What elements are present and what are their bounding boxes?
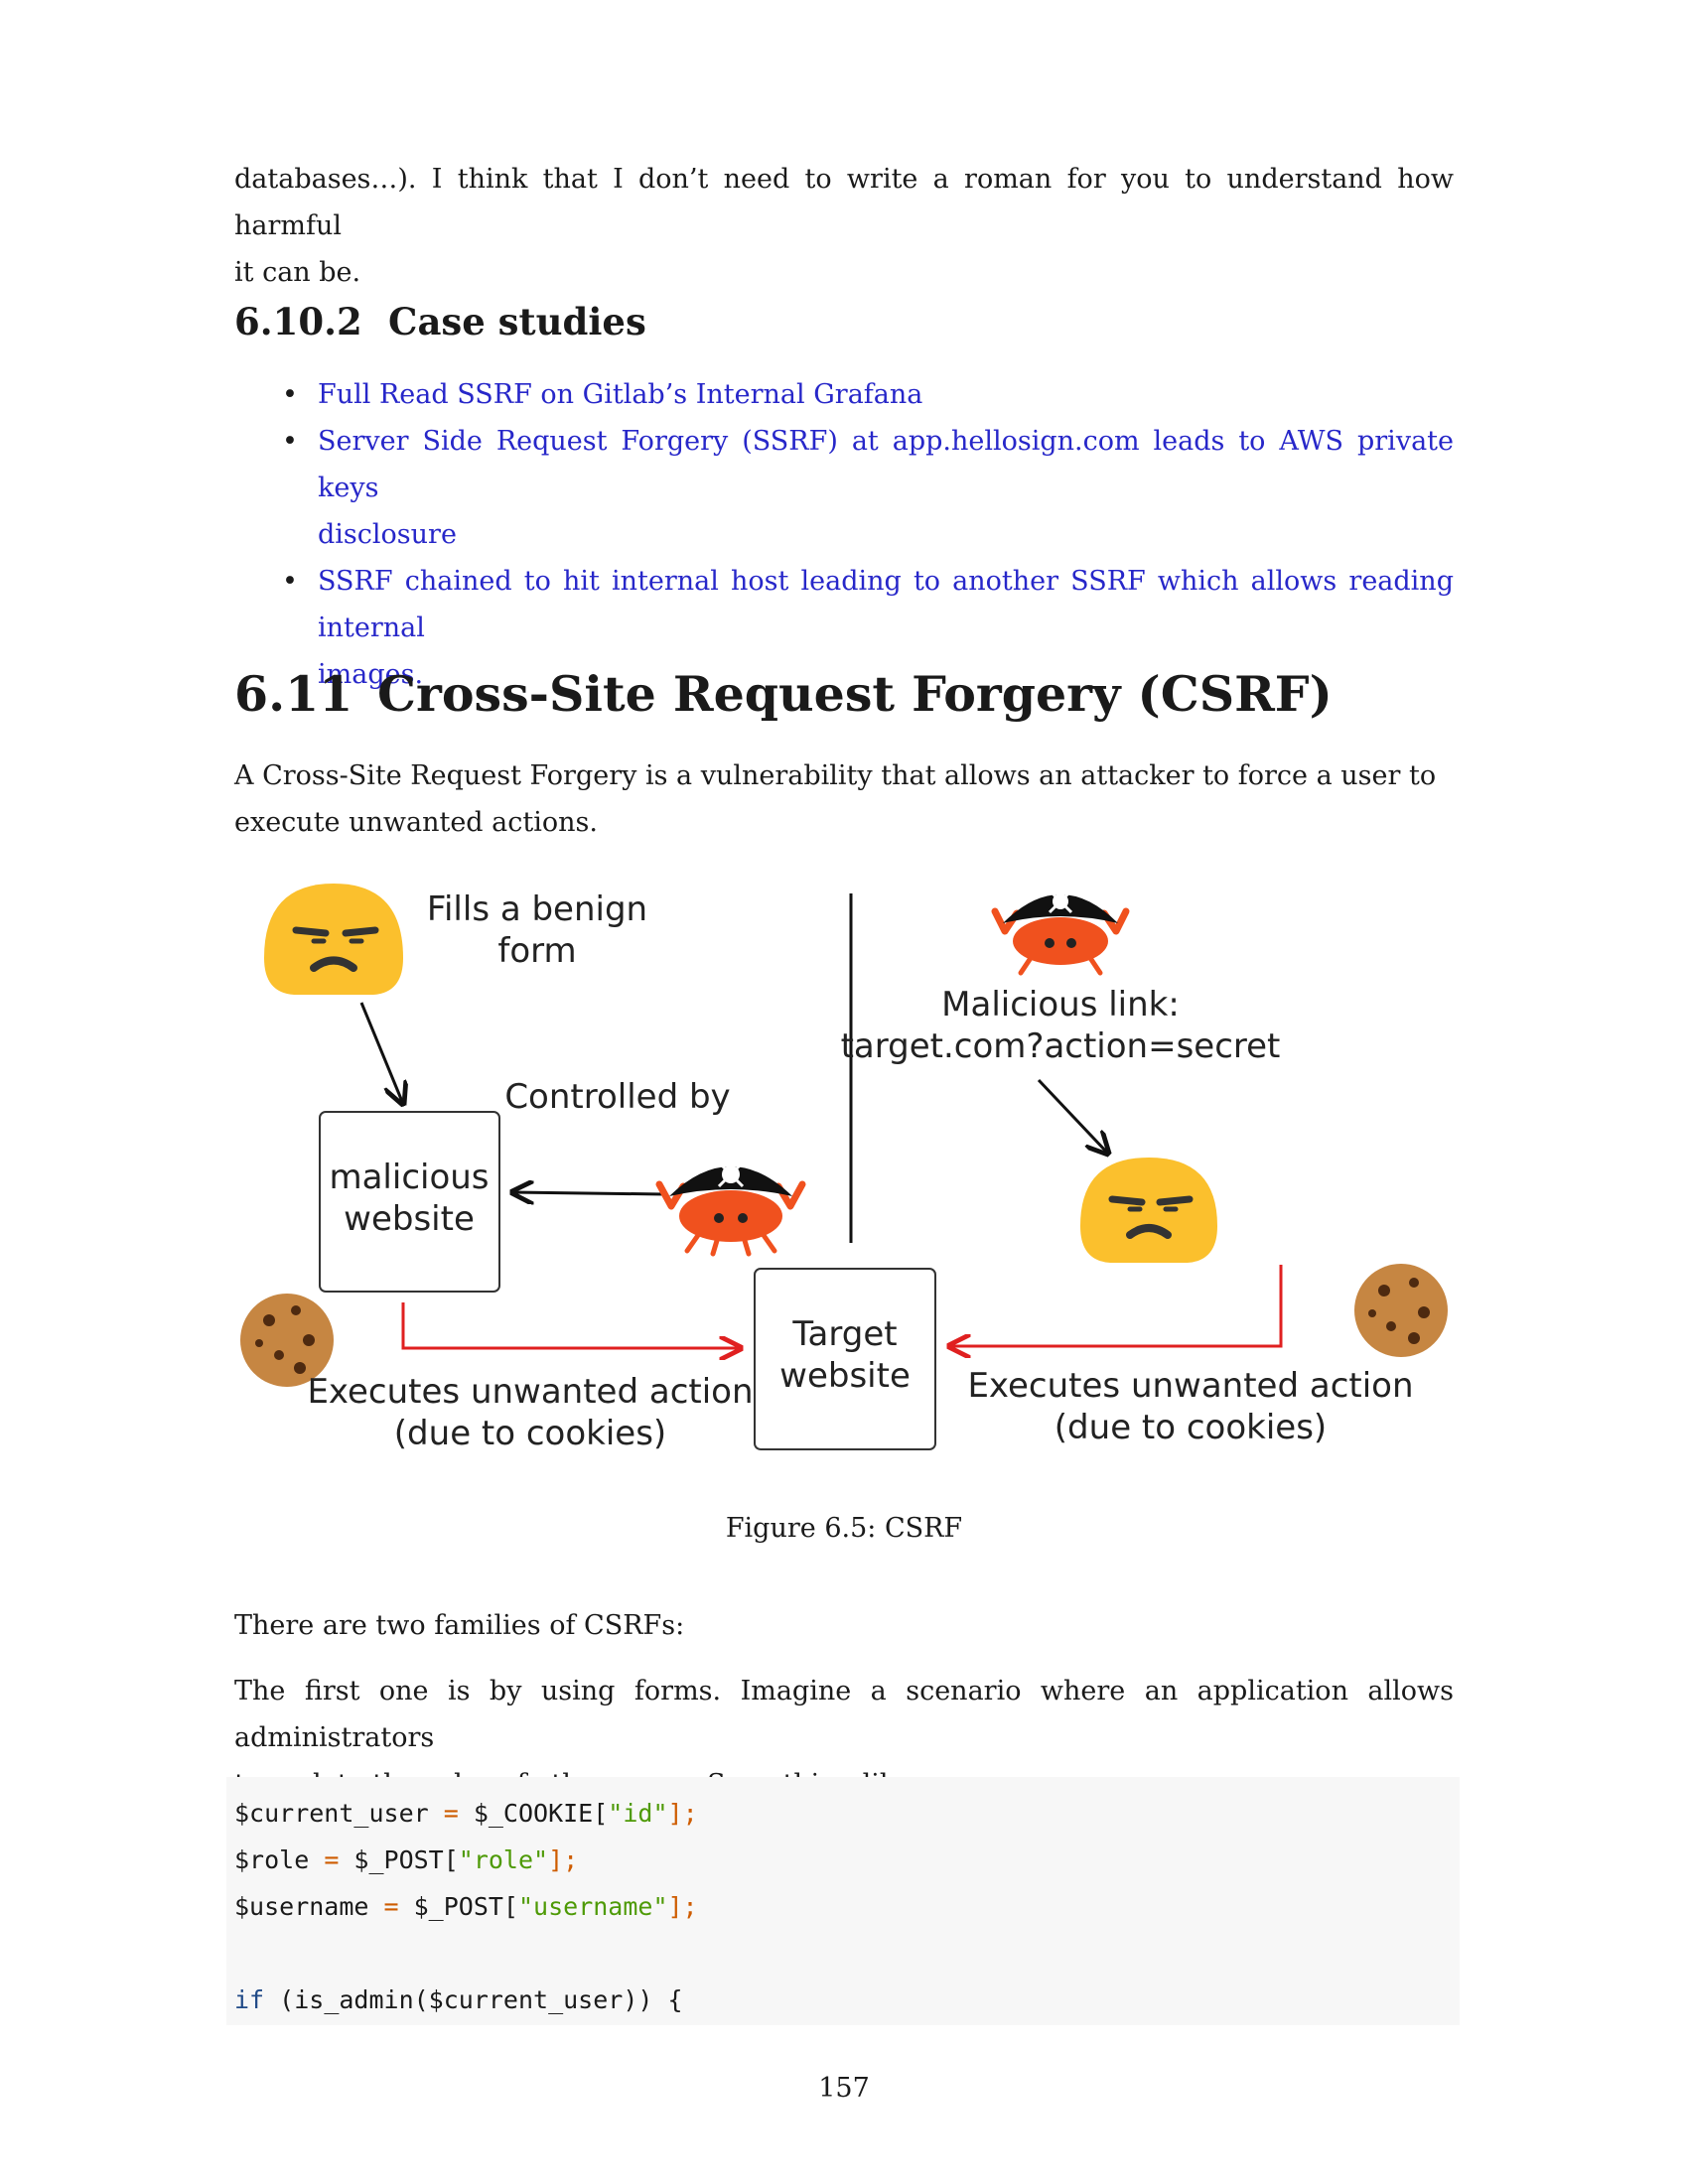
section-heading: 6.11 Cross-Site Request Forgery (CSRF)	[234, 665, 1333, 723]
figure-caption: Figure 6.5: CSRF	[725, 1513, 963, 1544]
code-line-5: if (is_admin($current_user)) {	[234, 1980, 683, 2020]
code-line-2: $role = $_POST["role"];	[234, 1841, 578, 1880]
page-number: 157	[818, 2073, 870, 2104]
section-title: Cross-Site Request Forgery (CSRF)	[377, 665, 1333, 723]
case-study-link-2[interactable]: Server Side Request Forgery (SSRF) at ap…	[318, 426, 1454, 550]
subsection-heading: 6.10.2 Case studies	[234, 300, 646, 343]
cookie-right-icon	[1354, 1264, 1448, 1357]
fills-form-label-line-2: form	[497, 931, 576, 971]
forms-line-1: The first one is by using forms. Imagine…	[234, 1676, 1454, 1753]
code-token: $current_user	[234, 1799, 429, 1828]
controlled-by-label: Controlled by	[504, 1077, 730, 1117]
target-website-box	[754, 1268, 936, 1450]
pirate-crab-link-icon	[991, 888, 1130, 976]
code-token: "role"	[458, 1845, 549, 1874]
csrf-definition-paragraph: A Cross-Site Request Forgery is a vulner…	[234, 752, 1454, 846]
case-study-link-3-line-2: images.	[318, 659, 424, 690]
malicious-website-box	[319, 1111, 500, 1293]
code-token: "id"	[608, 1799, 668, 1828]
left-action-label-line-2: (due to cookies)	[394, 1414, 666, 1453]
code-line-1: $current_user = $_COOKIE["id"];	[234, 1794, 698, 1834]
case-study-link-3[interactable]: SSRF chained to hit internal host leadin…	[318, 566, 1454, 690]
left-request-arrow	[401, 1302, 741, 1348]
malicious-website-label-line-2: website	[344, 1199, 475, 1239]
pirate-crab-attacker-icon	[655, 1160, 806, 1257]
list-item: • Server Side Request Forgery (SSRF) at …	[234, 418, 1454, 558]
case-study-link-2-line-2: disclosure	[318, 519, 457, 550]
code-line-3: $username = $_POST["username"];	[234, 1887, 698, 1927]
target-website-label-line-1: Target	[791, 1314, 897, 1354]
code-token: $_COOKIE[	[473, 1799, 609, 1828]
csrf-definition-line-2: execute unwanted actions.	[234, 807, 598, 838]
code-token: ];	[667, 1799, 698, 1828]
bullet-icon: •	[282, 426, 298, 457]
csrf-diagram: Fills a benign form malicious website Co…	[234, 874, 1454, 1499]
section-number: 6.11	[234, 665, 353, 723]
fills-form-label-line-1: Fills a benign	[427, 889, 647, 929]
csrf-definition-line-1: A Cross-Site Request Forgery is a vulner…	[234, 760, 1437, 791]
left-action-label-line-1: Executes unwanted action	[307, 1372, 753, 1412]
intro-line-1: databases…). I think that I don’t need t…	[234, 164, 1454, 241]
csrf-diagram-svg: Fills a benign form malicious website Co…	[240, 884, 1448, 1453]
code-token: =	[428, 1799, 474, 1828]
code-token: $_POST[	[413, 1892, 518, 1921]
code-token: if	[234, 1985, 265, 2014]
code-token: $username	[234, 1892, 369, 1921]
case-study-link-1[interactable]: Full Read SSRF on Gitlab’s Internal Graf…	[318, 379, 923, 410]
right-action-label-line-2: (due to cookies)	[1055, 1408, 1327, 1447]
malicious-link-label-line-2: target.com?action=secret	[841, 1026, 1281, 1066]
right-action-label-line-1: Executes unwanted action	[967, 1366, 1413, 1406]
victim-user-emoji-icon	[1080, 1158, 1217, 1263]
unamused-user-emoji-icon	[264, 884, 403, 995]
code-token: ];	[667, 1892, 698, 1921]
target-website-label-line-2: website	[779, 1356, 911, 1396]
intro-paragraph: databases…). I think that I don’t need t…	[234, 156, 1454, 296]
code-token: =	[309, 1845, 354, 1874]
code-token: (is_admin($current_user)) {	[264, 1985, 683, 2014]
code-token: $role	[234, 1845, 310, 1874]
code-token: ];	[548, 1845, 579, 1874]
malicious-link-arrow	[1037, 1078, 1108, 1154]
intro-line-2: it can be.	[234, 257, 361, 288]
code-block: $current_user = $_COOKIE["id"]; $role = …	[226, 1777, 1460, 2025]
bullet-icon: •	[282, 566, 298, 597]
case-studies-list: • Full Read SSRF on Gitlab’s Internal Gr…	[234, 371, 1454, 698]
malicious-website-label-line-1: malicious	[329, 1158, 489, 1197]
code-token: $_POST[	[353, 1845, 459, 1874]
code-token: =	[368, 1892, 414, 1921]
case-study-link-3-line-1: SSRF chained to hit internal host leadin…	[318, 566, 1454, 643]
fills-form-arrow	[359, 1002, 403, 1104]
controlled-by-arrow	[512, 1192, 665, 1194]
right-request-arrow	[949, 1265, 1283, 1346]
cookie-left-icon	[240, 1294, 334, 1387]
bullet-icon: •	[282, 379, 298, 410]
case-study-link-2-line-1: Server Side Request Forgery (SSRF) at ap…	[318, 426, 1454, 503]
list-item: • SSRF chained to hit internal host lead…	[234, 558, 1454, 698]
subsection-title: Case studies	[388, 300, 646, 343]
list-item: • Full Read SSRF on Gitlab’s Internal Gr…	[234, 371, 1454, 418]
families-paragraph: There are two families of CSRFs:	[234, 1610, 685, 1641]
subsection-number: 6.10.2	[234, 300, 362, 343]
code-token: "username"	[517, 1892, 668, 1921]
malicious-link-label-line-1: Malicious link:	[941, 985, 1180, 1024]
